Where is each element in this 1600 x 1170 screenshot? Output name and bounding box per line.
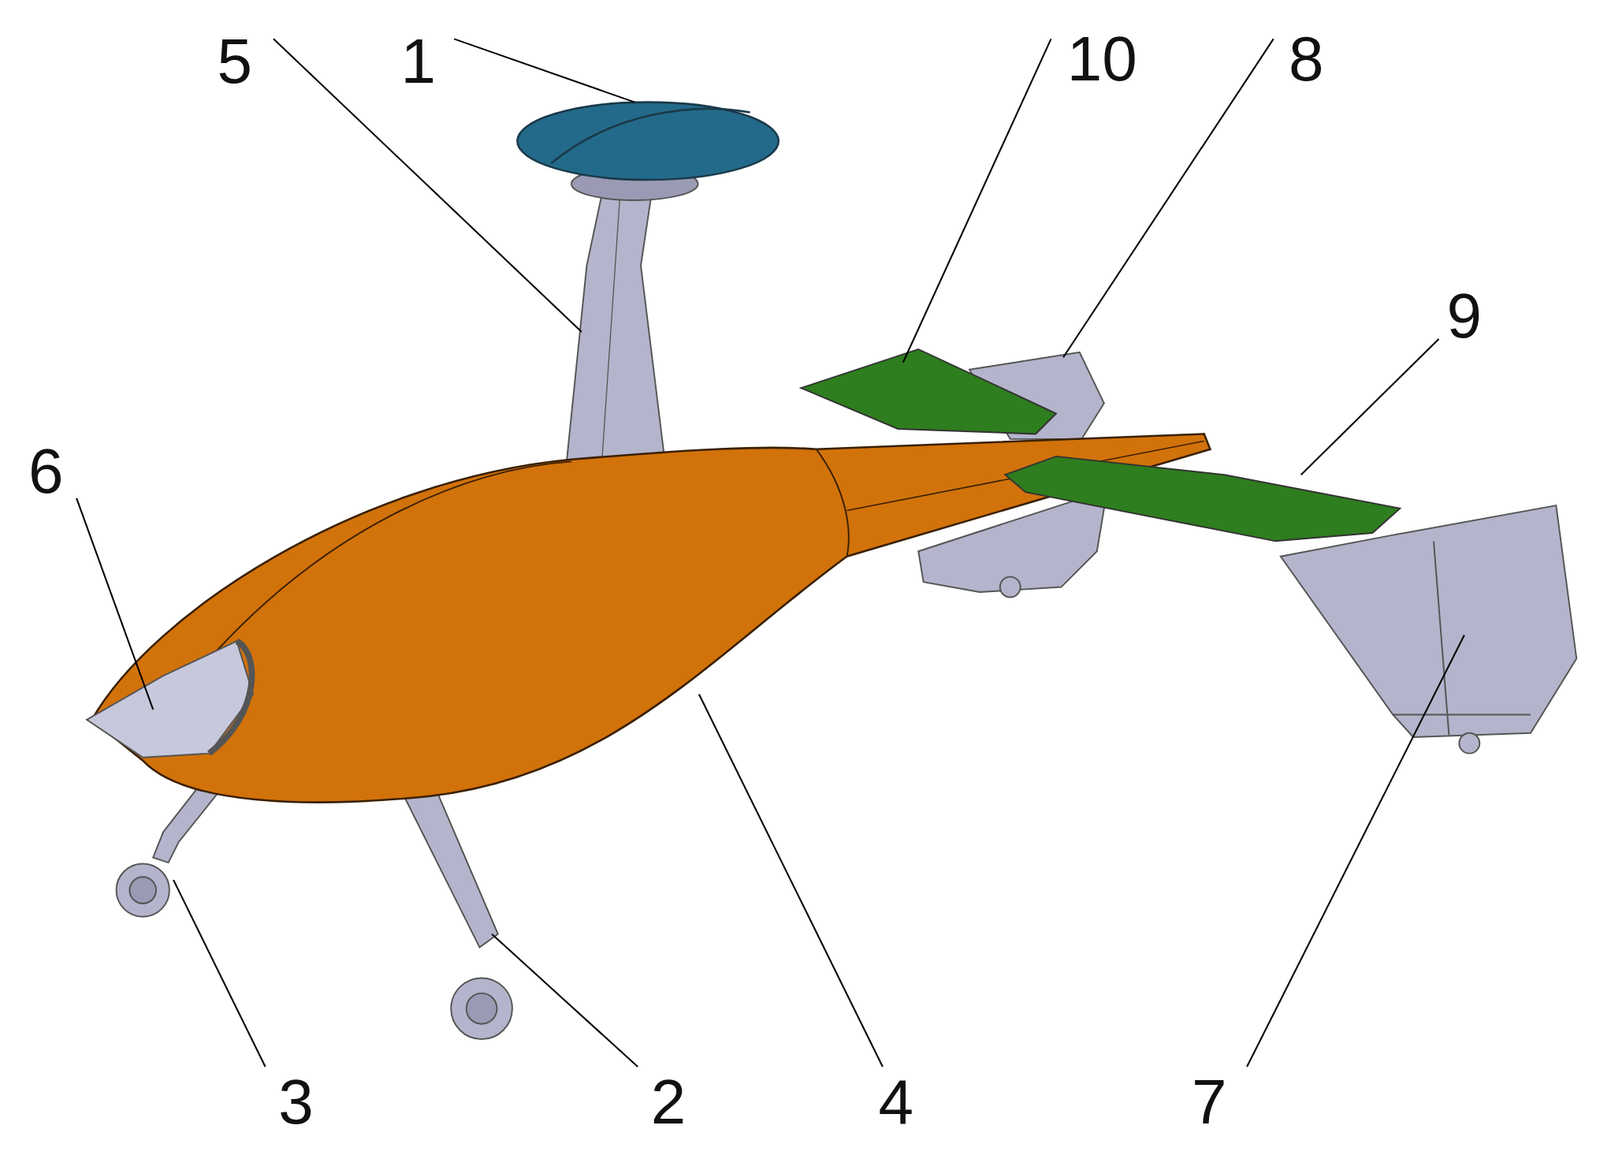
right-stabilizer xyxy=(1004,456,1400,541)
rotor-mast xyxy=(566,183,667,465)
callout-number: 2 xyxy=(651,1070,687,1134)
main-gear-strut xyxy=(400,783,499,947)
right-fin xyxy=(1280,505,1577,737)
callout-number: 3 xyxy=(278,1070,314,1134)
callout-number: 9 xyxy=(1447,284,1483,348)
nose-gear-strut xyxy=(152,785,220,863)
main-wheel xyxy=(450,977,513,1039)
callout-number: 7 xyxy=(1191,1070,1228,1134)
nose-wheel xyxy=(116,863,170,916)
callout-number: 8 xyxy=(1288,27,1325,91)
callout-number: 6 xyxy=(28,439,64,503)
callout-number: 4 xyxy=(878,1070,914,1134)
callout-number: 1 xyxy=(401,29,437,94)
callout-number: 10 xyxy=(1067,27,1138,91)
nose-cone xyxy=(86,640,254,758)
rotor-disk xyxy=(517,102,778,180)
left-stabilizer xyxy=(800,349,1057,434)
leader-lines xyxy=(76,38,1465,1067)
callout-number: 5 xyxy=(217,29,254,94)
